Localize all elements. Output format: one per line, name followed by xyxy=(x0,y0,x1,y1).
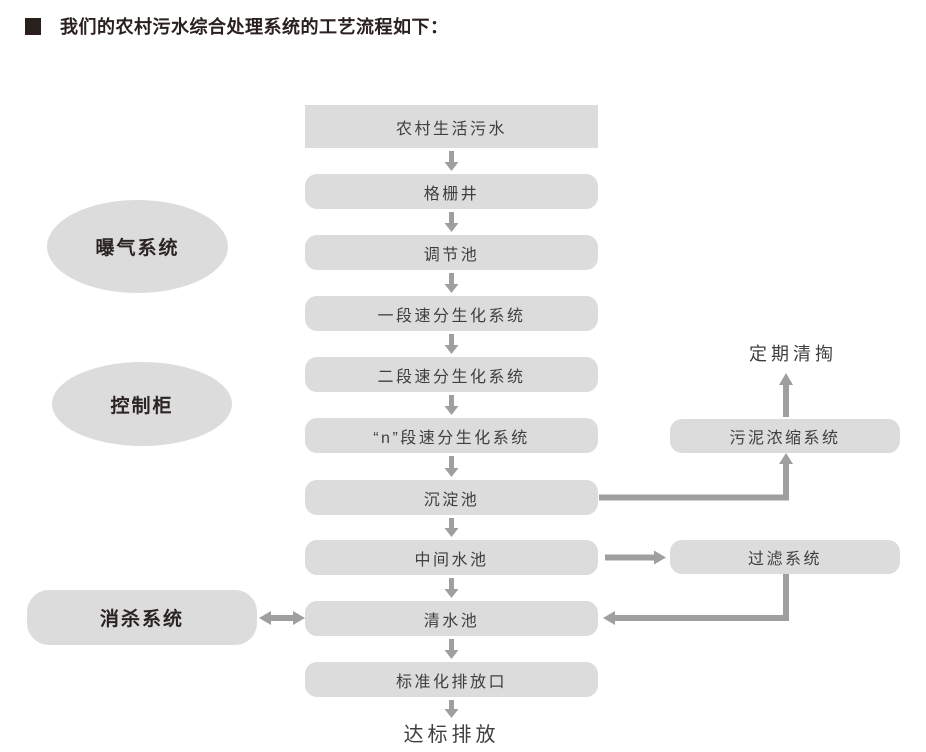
node-filtration-system: 过滤系统 xyxy=(670,540,900,574)
connector-disinfection-cleanwater-double-arrow xyxy=(259,611,305,625)
down-arrow-icon-1 xyxy=(444,151,459,171)
node-sedimentation-tank: 沉淀池 xyxy=(305,480,598,515)
down-arrow-icon-5 xyxy=(444,395,459,415)
node-stageN-biochemical-system: “n”段速分生化系统 xyxy=(305,418,598,453)
bullet-square-icon xyxy=(25,17,41,35)
connector-filter-to-cleanwater xyxy=(603,574,789,625)
connector-sludge-to-cleanout xyxy=(779,373,793,417)
node-sludge-thickening-system: 污泥浓缩系统 xyxy=(670,419,900,453)
down-arrow-icon-3 xyxy=(444,273,459,293)
note-standard-discharge: 达标排放 xyxy=(403,724,500,746)
down-arrow-icon-7 xyxy=(444,518,459,537)
box-disinfection-system: 消杀系统 xyxy=(27,590,257,645)
node-clean-water-tank: 清水池 xyxy=(305,601,598,636)
node-rural-domestic-sewage: 农村生活污水 xyxy=(305,105,598,148)
node-grid-well: 格栅井 xyxy=(305,174,598,209)
ellipse-aeration-system: 曝气系统 xyxy=(47,200,228,293)
node-regulating-tank: 调节池 xyxy=(305,235,598,270)
note-periodic-cleanout: 定期清掏 xyxy=(749,344,837,364)
node-standardized-outlet: 标准化排放口 xyxy=(305,662,598,697)
connector-sedimentation-to-sludge xyxy=(599,453,793,501)
down-arrow-icon-4 xyxy=(444,334,459,354)
node-stage2-biochemical-system: 二段速分生化系统 xyxy=(305,357,598,392)
ellipse-control-cabinet: 控制柜 xyxy=(52,362,232,446)
down-arrow-icon-8 xyxy=(444,578,459,598)
down-arrow-icon-10 xyxy=(444,700,459,718)
down-arrow-icon-9 xyxy=(444,639,459,659)
connector-intermediate-to-filter xyxy=(605,550,666,565)
page-title: 我们的农村污水综合处理系统的工艺流程如下： xyxy=(60,17,449,37)
down-arrow-icon-6 xyxy=(444,456,459,477)
node-stage1-biochemical-system: 一段速分生化系统 xyxy=(305,296,598,331)
node-intermediate-tank: 中间水池 xyxy=(305,540,598,575)
page-title-row: 我们的农村污水综合处理系统的工艺流程如下： xyxy=(25,13,449,39)
down-arrow-icon-2 xyxy=(444,212,459,232)
